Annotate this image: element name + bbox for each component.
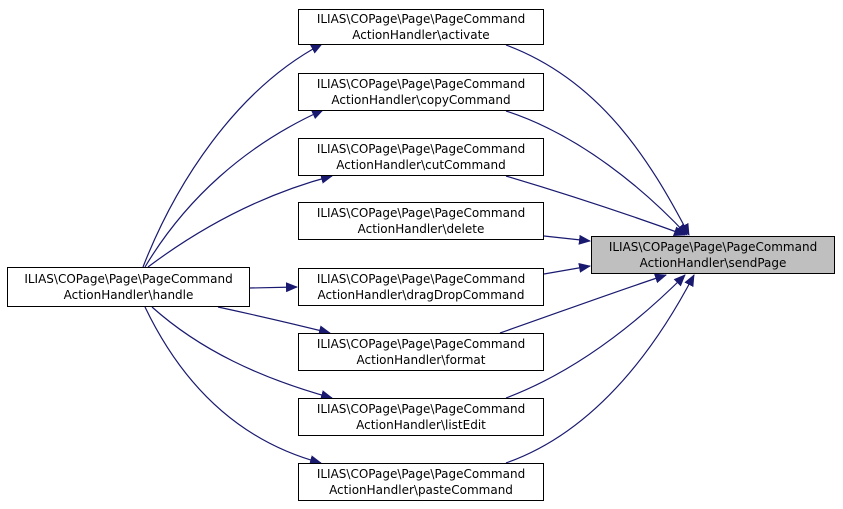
node-handle[interactable]: ILIAS\COPage\Page\PageCommand ActionHand… [7,267,250,307]
node-delete-line1: ILIAS\COPage\Page\PageCommand [316,206,526,220]
node-paste-line2: ActionHandler\pasteCommand [329,483,513,497]
edge-activate-to-sendpage [505,44,690,236]
node-delete-line2: ActionHandler\delete [357,222,485,236]
edge-cut-to-sendpage [505,175,686,236]
node-cut-command[interactable]: ILIAS\COPage\Page\PageCommand ActionHand… [298,138,544,176]
edge-handle-to-cut [147,173,333,268]
edge-drag-to-sendpage [543,262,591,275]
node-sendpage-line2: ActionHandler\sendPage [639,256,787,270]
edge-delete-to-sendpage [543,234,591,245]
node-cut-line2: ActionHandler\cutCommand [336,158,506,172]
node-copy-command[interactable]: ILIAS\COPage\Page\PageCommand ActionHand… [298,73,544,111]
node-activate-line1: ILIAS\COPage\Page\PageCommand [316,12,526,26]
edge-handle-to-format [217,306,331,336]
edge-handle-to-copy [144,109,324,268]
edge-handle-to-drag [249,282,298,293]
node-listedit-line2: ActionHandler\listEdit [356,418,486,432]
node-drag-line2: ActionHandler\dragDropCommand [317,288,525,302]
edge-paste-to-sendpage [505,274,695,464]
edge-handle-to-paste [144,306,322,465]
node-delete[interactable]: ILIAS\COPage\Page\PageCommand ActionHand… [298,202,544,240]
node-paste-line1: ILIAS\COPage\Page\PageCommand [316,467,526,481]
edge-listedit-to-sendpage [505,274,686,399]
node-drag-line1: ILIAS\COPage\Page\PageCommand [316,272,526,286]
node-sendpage-line1: ILIAS\COPage\Page\PageCommand [608,240,818,254]
node-listedit-line1: ILIAS\COPage\Page\PageCommand [316,402,526,416]
node-format[interactable]: ILIAS\COPage\Page\PageCommand ActionHand… [298,333,544,371]
edge-format-to-sendpage [499,273,667,334]
node-copy-line1: ILIAS\COPage\Page\PageCommand [316,77,526,91]
node-paste-command[interactable]: ILIAS\COPage\Page\PageCommand ActionHand… [298,463,544,501]
node-drag-drop-command[interactable]: ILIAS\COPage\Page\PageCommand ActionHand… [298,268,544,306]
node-format-line2: ActionHandler\format [356,353,486,367]
node-cut-line1: ILIAS\COPage\Page\PageCommand [316,142,526,156]
node-handle-line2: ActionHandler\handle [63,288,194,302]
node-activate-line2: ActionHandler\activate [352,28,490,42]
node-activate[interactable]: ILIAS\COPage\Page\PageCommand ActionHand… [298,9,544,45]
edge-handle-to-listedit [151,306,333,400]
node-list-edit[interactable]: ILIAS\COPage\Page\PageCommand ActionHand… [298,398,544,436]
node-handle-line1: ILIAS\COPage\Page\PageCommand [24,272,233,286]
node-format-line1: ILIAS\COPage\Page\PageCommand [316,337,526,351]
node-send-page[interactable]: ILIAS\COPage\Page\PageCommand ActionHand… [591,236,835,274]
edge-handle-to-activate [142,43,323,268]
edge-copy-to-sendpage [505,110,688,236]
node-copy-line2: ActionHandler\copyCommand [331,93,511,107]
